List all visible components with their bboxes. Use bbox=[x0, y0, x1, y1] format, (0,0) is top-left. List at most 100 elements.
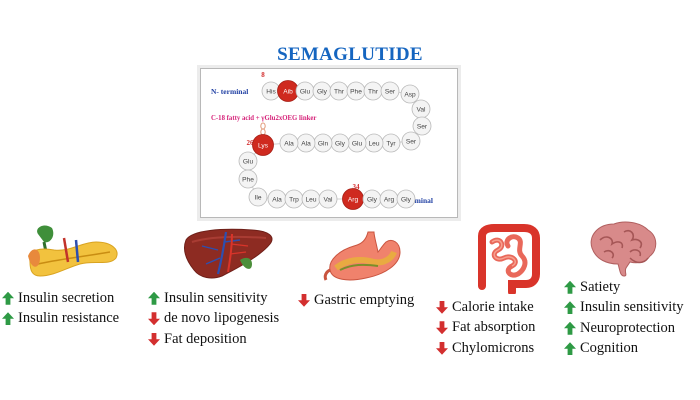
svg-text:Val: Val bbox=[323, 196, 333, 203]
pancreas-icon bbox=[24, 218, 122, 282]
svg-text:Glu: Glu bbox=[300, 88, 311, 95]
svg-text:Gly: Gly bbox=[401, 196, 412, 203]
effect-text: Chylomicrons bbox=[452, 339, 535, 356]
pancreas-effects: Insulin secretion Insulin resistance bbox=[2, 288, 119, 329]
up-arrow-icon bbox=[2, 312, 14, 326]
effect-item: Insulin sensitivity bbox=[148, 288, 279, 309]
stomach-effects: Gastric emptying bbox=[298, 290, 414, 311]
down-arrow-icon bbox=[298, 293, 310, 307]
residue-arg: Arg bbox=[379, 189, 399, 209]
effect-text: Insulin resistance bbox=[18, 310, 120, 327]
effect-text: Gastric emptying bbox=[314, 291, 415, 308]
svg-text:Phe: Phe bbox=[350, 88, 362, 95]
up-arrow-icon bbox=[2, 291, 14, 305]
svg-text:Glu: Glu bbox=[352, 140, 363, 147]
effect-item: Calorie intake bbox=[436, 297, 535, 318]
effect-text: Insulin sensitivity bbox=[580, 299, 684, 316]
effect-item: Fat absorption bbox=[436, 318, 535, 339]
svg-text:Leu: Leu bbox=[305, 196, 316, 203]
svg-text:Val: Val bbox=[416, 106, 426, 113]
residue-ala: Ala bbox=[267, 189, 287, 209]
residue-tyr: Tyr bbox=[381, 133, 401, 153]
residue-ser: Ser bbox=[380, 81, 400, 101]
brain-effects: Satiety Insulin sensitivity Neuroprotect… bbox=[564, 277, 684, 359]
effect-item: Cognition bbox=[564, 339, 684, 360]
residue-aib: Aib bbox=[277, 80, 299, 102]
effect-text: Fat deposition bbox=[164, 330, 247, 347]
svg-text:Ser: Ser bbox=[385, 88, 396, 95]
effect-text: de novo lipogenesis bbox=[164, 310, 280, 327]
intestine-icon bbox=[472, 222, 544, 296]
residue-val: Val bbox=[318, 189, 338, 209]
residue-lys: Lys bbox=[252, 134, 274, 156]
residue-gln: Gln bbox=[313, 133, 333, 153]
stomach-icon bbox=[322, 228, 406, 284]
residue-ser: Ser bbox=[412, 116, 432, 136]
residue-glu: Glu bbox=[238, 151, 258, 171]
svg-text:Glu: Glu bbox=[243, 158, 254, 165]
svg-text:Tyr: Tyr bbox=[386, 140, 396, 147]
svg-text:Leu: Leu bbox=[368, 140, 379, 147]
residue-ile: Ile bbox=[248, 187, 268, 207]
effect-text: Neuroprotection bbox=[580, 319, 676, 336]
svg-text:Ser: Ser bbox=[406, 138, 417, 145]
brain-icon bbox=[584, 218, 660, 278]
residue-arg: Arg bbox=[342, 188, 364, 210]
liver-effects: Insulin sensitivity de novo lipogenesis … bbox=[148, 288, 279, 350]
effect-text: Insulin sensitivity bbox=[164, 289, 268, 306]
residue-thr: Thr bbox=[363, 81, 383, 101]
svg-text:Ala: Ala bbox=[272, 196, 282, 203]
residue-glu: Glu bbox=[295, 81, 315, 101]
svg-text:Asp: Asp bbox=[404, 91, 416, 98]
effect-item: Insulin secretion bbox=[2, 288, 119, 309]
down-arrow-icon bbox=[148, 332, 160, 346]
svg-text:Phe: Phe bbox=[242, 176, 254, 183]
liver-icon bbox=[182, 220, 278, 284]
residue-ala: Ala bbox=[296, 133, 316, 153]
svg-text:Thr: Thr bbox=[368, 88, 379, 95]
down-arrow-icon bbox=[436, 341, 448, 355]
down-arrow-icon bbox=[148, 312, 160, 326]
effect-item: Neuroprotection bbox=[564, 318, 684, 339]
effect-text: Insulin secretion bbox=[18, 289, 115, 306]
residue-trp: Trp bbox=[284, 189, 304, 209]
svg-text:Arg: Arg bbox=[384, 196, 395, 203]
effect-text: Satiety bbox=[580, 278, 621, 295]
residue-ser: Ser bbox=[401, 131, 421, 151]
effect-text: Cognition bbox=[580, 340, 639, 357]
effect-item: Insulin resistance bbox=[2, 309, 119, 330]
svg-text:Ala: Ala bbox=[301, 140, 311, 147]
svg-text:Arg: Arg bbox=[348, 196, 359, 203]
svg-text:Gln: Gln bbox=[318, 140, 329, 147]
effect-item: Satiety bbox=[564, 277, 684, 298]
residue-thr: Thr bbox=[329, 81, 349, 101]
up-arrow-icon bbox=[564, 342, 576, 356]
residue-gly: Gly bbox=[396, 189, 416, 209]
svg-text:Thr: Thr bbox=[334, 88, 345, 95]
effect-text: Calorie intake bbox=[452, 298, 534, 315]
residue-leu: Leu bbox=[301, 189, 321, 209]
peptide-chain-diagram: N- terminal C- terminal C-18 fatty acid … bbox=[211, 71, 433, 210]
n-terminal-label: N- terminal bbox=[211, 87, 248, 96]
svg-text:Gly: Gly bbox=[367, 196, 378, 203]
residue-asp: Asp bbox=[400, 84, 420, 104]
residue-gly: Gly bbox=[362, 189, 382, 209]
up-arrow-icon bbox=[148, 291, 160, 305]
svg-text:Ser: Ser bbox=[417, 123, 428, 130]
svg-text:Aib: Aib bbox=[283, 88, 293, 95]
position-label-34: 34 bbox=[353, 183, 361, 191]
down-arrow-icon bbox=[436, 300, 448, 314]
svg-text:His: His bbox=[266, 88, 276, 95]
svg-text:Gly: Gly bbox=[317, 88, 328, 95]
up-arrow-icon bbox=[564, 321, 576, 335]
residue-glu: Glu bbox=[347, 133, 367, 153]
svg-text:Ile: Ile bbox=[255, 194, 262, 201]
residue-leu: Leu bbox=[364, 133, 384, 153]
effect-item: de novo lipogenesis bbox=[148, 309, 279, 330]
up-arrow-icon bbox=[564, 280, 576, 294]
residue-val: Val bbox=[411, 99, 431, 119]
effect-text: Fat absorption bbox=[452, 319, 536, 336]
effect-item: Fat deposition bbox=[148, 329, 279, 350]
svg-text:Lys: Lys bbox=[258, 142, 269, 149]
